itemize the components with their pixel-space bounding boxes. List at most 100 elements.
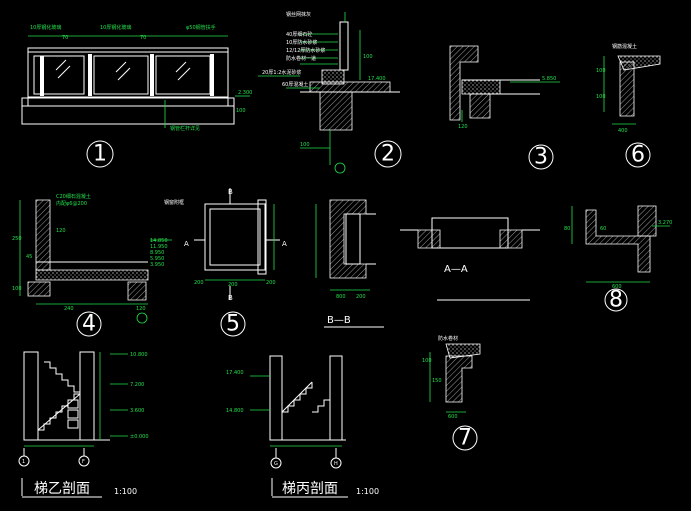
stair-b-section: 10.800 7.200 3.600 ±0.000 1 F 梯乙剖面 1:100: [18, 351, 149, 498]
stair-c-axis-left: [270, 457, 282, 469]
d2-label-3: 10厚防水砂浆: [286, 39, 317, 46]
detail-1: 10厚钢化玻璃 10厚钢化玻璃 φ50钢管扶手 钢管栏杆详见 70 70 100…: [21, 24, 252, 168]
d6-dim-1: 100: [596, 68, 606, 74]
d1-dim-1: 70: [62, 35, 68, 41]
stair-b-title: 梯乙剖面: [34, 481, 90, 497]
detail-3-number: 3: [534, 145, 548, 170]
stair-c-axis-right: [330, 457, 342, 469]
d5-dim-1: 200: [194, 280, 204, 286]
stair-b-axis-2: F: [82, 459, 85, 465]
d4-dim-6: 120: [136, 306, 146, 312]
stair-c-elev-1: 17.400: [226, 370, 244, 376]
d4-elev-5: 3.950: [150, 262, 164, 268]
d4-elev-1: 14.850: [150, 238, 168, 244]
d4-dim-3: 45: [26, 254, 32, 260]
stair-b-axis-1: 1: [22, 459, 25, 465]
d5-cut-a-left: A: [184, 240, 189, 248]
section-bb-title: B—B: [327, 315, 351, 326]
d4-elev-3: 8.950: [150, 250, 164, 256]
d2-dim-1: 100: [363, 54, 373, 60]
d7-dim-3: 600: [448, 414, 458, 420]
stair-c-elev-2: 14.800: [226, 408, 244, 414]
detail-7: 防水卷材 100 150 600 7: [422, 335, 481, 451]
d8-elev: 3.270: [658, 220, 672, 226]
d2-label-1: 钢丝网抹灰: [286, 11, 311, 18]
d4-dim-2: 120: [56, 228, 66, 234]
detail-2-number: 2: [381, 142, 395, 167]
stair-b-elev-2: 7.200: [130, 382, 144, 388]
d3-dim: 120: [458, 124, 468, 130]
d1-label-4: 钢管栏杆详见: [170, 125, 200, 132]
detail-1-marker: [86, 140, 114, 168]
d1-dim-3: 100: [236, 108, 246, 114]
d6-label: 钢筋混凝土: [612, 43, 637, 50]
d5-label: 钢窗附框: [164, 199, 184, 206]
d7-label: 防水卷材: [438, 335, 458, 342]
detail-5-number: 5: [226, 312, 240, 337]
d8-dim-2: 60: [600, 226, 606, 232]
d8-dim-3: 600: [612, 284, 622, 290]
stair-c-axis-2: H: [334, 461, 338, 467]
d2-label-4: 12/12厚防水砂浆: [286, 47, 325, 54]
section-bb: 800 200 B—B: [315, 199, 384, 328]
detail-6: 钢筋混凝土 100 100 400 6: [596, 43, 661, 168]
d4-dim-1: 250: [12, 236, 22, 242]
d4-dim-5: 240: [64, 306, 74, 312]
detail-6-number: 6: [631, 143, 645, 168]
d5-cut-a-right: A: [282, 240, 287, 248]
detail-5-marker: [220, 311, 246, 337]
d2-dim-2: 100: [300, 142, 310, 148]
dbb-dim-2: 200: [356, 294, 366, 300]
stair-c-scale: 1:100: [356, 487, 379, 496]
d1-elev: 2.300: [238, 90, 252, 96]
d4-dim-4: 100: [12, 286, 22, 292]
d2-elev: 17.400: [368, 76, 386, 82]
d7-dim-1: 100: [422, 358, 432, 364]
detail-4: C20细石混凝土 内配φ6@200 250 120 45 100 240 120…: [12, 193, 172, 337]
d2-label-2: 40厚细石砼: [286, 31, 312, 38]
detail-3: 5.850 120 3: [449, 45, 560, 170]
d7-dim-2: 150: [432, 378, 442, 384]
stair-c-axis-1: G: [274, 461, 278, 467]
detail-2-marker: [374, 140, 402, 168]
d4-elev-4: 5.950: [150, 256, 164, 262]
stair-b-elev-4: ±0.000: [130, 434, 149, 440]
stair-b-axis-left: [18, 455, 30, 467]
d5-cut-b-top: B: [228, 188, 233, 196]
stair-b-elev-1: 10.800: [130, 352, 148, 358]
d8-dim-1: 80: [564, 226, 570, 232]
detail-8-marker: [604, 288, 628, 312]
d6-dim-3: 400: [618, 128, 628, 134]
detail-2: 钢丝网抹灰 40厚细石砼 10厚防水砂浆 12/12厚防水砂浆 防水卷材一道 2…: [258, 11, 402, 174]
d2-label-5: 防水卷材一道: [286, 55, 316, 62]
stair-b-elev-3: 3.600: [130, 408, 144, 414]
d4-label-2: 内配φ6@200: [56, 200, 87, 207]
d1-label-1: 10厚钢化玻璃: [30, 24, 61, 31]
dbb-dim-1: 800: [336, 294, 346, 300]
d2-label-6: 20厚1:2水泥砂浆: [262, 69, 301, 76]
detail-8: 80 60 3.270 600 8: [564, 205, 672, 313]
detail-1-number: 1: [93, 142, 107, 167]
d1-label-2: 10厚钢化玻璃: [100, 24, 131, 31]
detail-8-number: 8: [609, 288, 623, 313]
d3-elev: 5.850: [542, 76, 556, 82]
d1-dim-2: 70: [140, 35, 146, 41]
d5-dim-2: 200: [228, 282, 238, 288]
stair-c-section: 17.400 14.800 G H 梯丙剖面 1:100: [226, 355, 379, 498]
detail-6-marker: [625, 142, 651, 168]
detail-5: B B A A 钢窗附框 200 200 200 5: [164, 188, 287, 337]
section-aa-title: A—A: [444, 264, 468, 275]
d2-label-7: 60厚混凝土: [282, 81, 308, 88]
d4-label-1: C20细石混凝土: [56, 193, 91, 200]
detail-3-marker: [528, 144, 554, 170]
detail-4-marker: [76, 311, 102, 337]
d4-elev-2: 11.950: [150, 244, 168, 250]
section-aa: A—A: [400, 217, 540, 301]
stair-c-title: 梯丙剖面: [282, 481, 338, 497]
detail-7-number: 7: [458, 426, 472, 451]
detail-7-marker: [452, 425, 478, 451]
d5-dim-3: 200: [266, 280, 276, 286]
stair-b-axis-right: [78, 455, 90, 467]
detail-4-number: 4: [82, 312, 96, 337]
